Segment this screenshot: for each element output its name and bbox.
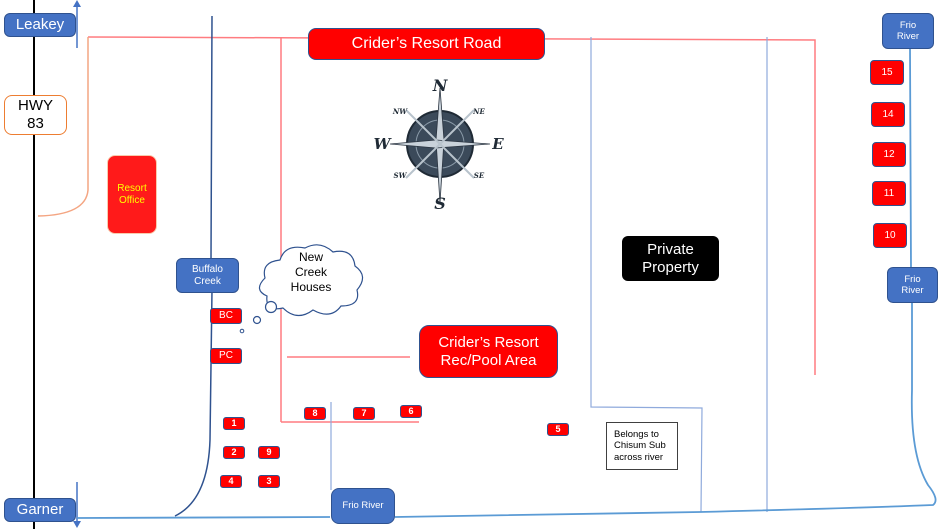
lot-9[interactable]: 9 [258, 446, 280, 459]
frio-river-label-bottom: Frio River [331, 488, 395, 524]
frio-river-label-mid: Frio River [887, 267, 938, 303]
south-arrow-head [73, 521, 81, 528]
compass-sw: SW [394, 171, 408, 180]
resort-road-entrance [37, 37, 89, 217]
lot-5[interactable]: 5 [547, 423, 569, 436]
buffalo-creek-line [174, 15, 213, 517]
hwy-83-label: HWY 83 [4, 95, 67, 135]
frio-river-line [76, 47, 937, 519]
lot-3[interactable]: 3 [258, 475, 280, 488]
compass-se: SE [474, 171, 485, 180]
lot-1[interactable]: 1 [223, 417, 245, 430]
lot-11[interactable]: 11 [872, 181, 906, 206]
private-property-label: Private Property [622, 236, 719, 281]
compass-w: W [374, 135, 393, 153]
cloud-shape [258, 244, 364, 317]
lot-10[interactable]: 10 [873, 223, 907, 248]
rec-pool-area-label: Crider’s Resort Rec/Pool Area [419, 325, 558, 378]
buffalo-creek-label: Buffalo Creek [176, 258, 239, 293]
lot-15[interactable]: 15 [870, 60, 904, 85]
frio-river-label-top: Frio River [882, 13, 934, 49]
cloud-bubble-medium [252, 315, 262, 325]
lot-2[interactable]: 2 [223, 446, 245, 459]
lot-14[interactable]: 14 [871, 102, 905, 127]
lot-7[interactable]: 7 [353, 407, 375, 420]
compass-ne: NE [472, 107, 485, 116]
north-arrow-head [73, 0, 81, 7]
compass-e: E [491, 135, 504, 153]
lot-4[interactable]: 4 [220, 475, 242, 488]
leakey-label: Leakey [4, 13, 76, 37]
lot-pc[interactable]: PC [210, 348, 242, 364]
new-creek-houses-cloud [239, 244, 364, 334]
boundary-line-2 [590, 37, 703, 513]
new-creek-houses-label: New Creek Houses [290, 249, 332, 294]
garner-label: Garner [4, 498, 76, 522]
compass-rose-icon: N S W E NW NE SW SE [374, 78, 505, 213]
lot-bc[interactable]: BC [210, 308, 242, 324]
lot-8[interactable]: 8 [304, 407, 326, 420]
cloud-bubble-small [239, 328, 245, 334]
compass-needle-nw-se [405, 109, 475, 179]
compass-s: S [434, 194, 446, 213]
lot-12[interactable]: 12 [872, 142, 906, 167]
chisum-sub-note: Belongs to Chisum Sub across river [606, 422, 678, 470]
lot-6[interactable]: 6 [400, 405, 422, 418]
compass-nw: NW [392, 107, 408, 116]
resort-office: Resort Office [107, 155, 157, 234]
compass-n: N [432, 78, 449, 95]
resort-road-label: Crider’s Resort Road [308, 28, 545, 60]
cloud-bubble-large [264, 300, 278, 314]
